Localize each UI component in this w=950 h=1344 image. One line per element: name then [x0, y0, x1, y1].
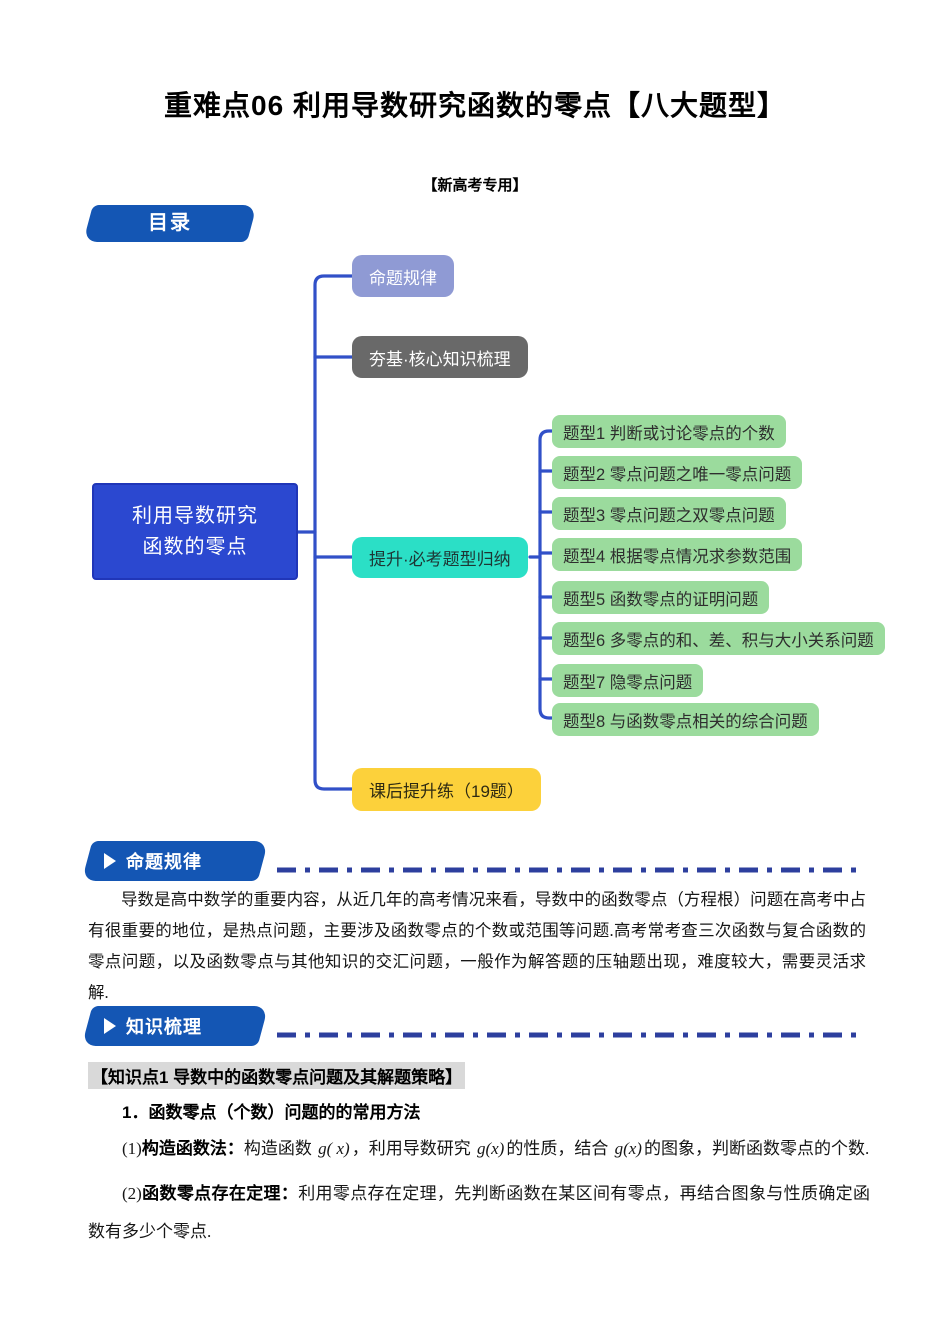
section-banner-label: 知识梳理 — [126, 1017, 202, 1037]
connector-trunk-subtopics — [538, 429, 554, 720]
section-banner-rules: 命题规律 — [81, 841, 269, 881]
item1-number: (1) — [122, 1139, 142, 1158]
mindmap-subtopic-6: 题型6 多零点的和、差、积与大小关系问题 — [552, 622, 885, 655]
dash-divider — [277, 867, 865, 873]
mindmap-subtopic-2: 题型2 零点问题之唯一零点问题 — [552, 456, 803, 489]
section-banner-knowledge: 知识梳理 — [81, 1006, 269, 1046]
mindmap-subtopic-4: 题型4 根据零点情况求参数范围 — [552, 538, 803, 571]
play-icon — [104, 853, 116, 869]
connector-trunk-main — [313, 274, 354, 791]
knowledge-point-title: 【知识点1 导数中的函数零点问题及其解题策略】 — [88, 1062, 466, 1089]
item1-text: 的图象，判断函数零点的个数. — [643, 1139, 870, 1158]
mindmap-branch-hangji-shuli: 夯基·核心知识梳理 — [352, 336, 528, 378]
mindmap-branch-tisheng-guina: 提升·必考题型归纳 — [352, 537, 528, 578]
math-gx: g(x) — [614, 1139, 642, 1158]
mindmap-branch-kehou-tishengtlian: 课后提升练（19题） — [352, 768, 541, 811]
rules-paragraph: 导数是高中数学的重要内容，从近几年的高考情况来看，导数中的函数零点（方程根）问题… — [88, 890, 866, 1002]
mindmap-subtopic-5: 题型5 函数零点的证明问题 — [552, 581, 770, 614]
item2-term: 函数零点存在定理： — [141, 1184, 299, 1203]
math-gx: g(x) — [476, 1139, 505, 1158]
method-item-1: (1)构造函数法：构造函数 g( x)，利用导数研究 g(x)的性质，结合 g(… — [88, 1130, 870, 1168]
toc-banner-label: 目录 — [148, 212, 192, 234]
toc-banner: 目录 — [83, 205, 257, 242]
page-subtitle: 【新高考专用】 — [422, 177, 528, 194]
mindmap-root-node: 利用导数研究 函数的零点 — [92, 483, 306, 589]
mindmap-subtopic-7: 题型7 隐零点问题 — [552, 664, 704, 697]
mindmap-branch-mingti-guilv: 命题规律 — [352, 255, 454, 297]
play-icon — [104, 1018, 116, 1034]
section-banner-label: 命题规律 — [126, 852, 202, 872]
item1-text: 的性质，结合 — [506, 1139, 613, 1158]
knowledge-block: 【知识点1 导数中的函数零点问题及其解题策略】 1．函数零点（个数）问题的的常用… — [88, 1062, 870, 1251]
method-item-2: (2)函数零点存在定理：利用零点存在定理，先判断函数在某区间有零点，再结合图象与… — [88, 1175, 870, 1251]
root-label-line1: 利用导数研究 — [132, 504, 258, 527]
root-label-line2: 函数的零点 — [142, 535, 248, 558]
item1-text: ，利用导数研究 — [351, 1139, 475, 1158]
dash-divider — [277, 1032, 865, 1038]
mindmap-subtopic-3: 题型3 零点问题之双零点问题 — [552, 497, 786, 530]
item2-text: 利用零点存在定理，先判断函数在某区间有零点，再结合图象与性质确定函数有多少个零点… — [88, 1184, 870, 1241]
item1-term: 构造函数法： — [141, 1139, 244, 1158]
method-heading: 1．函数零点（个数）问题的的常用方法 — [122, 1103, 421, 1122]
mindmap-subtopic-8: 题型8 与函数零点相关的综合问题 — [552, 703, 819, 736]
mindmap-subtopic-1: 题型1 判断或讨论零点的个数 — [552, 415, 786, 448]
item2-number: (2) — [122, 1184, 142, 1203]
item1-text: 构造函数 — [243, 1139, 317, 1158]
math-gx: g( x) — [318, 1139, 350, 1158]
page-title: 重难点06 利用导数研究函数的零点【八大题型】 — [164, 90, 786, 121]
